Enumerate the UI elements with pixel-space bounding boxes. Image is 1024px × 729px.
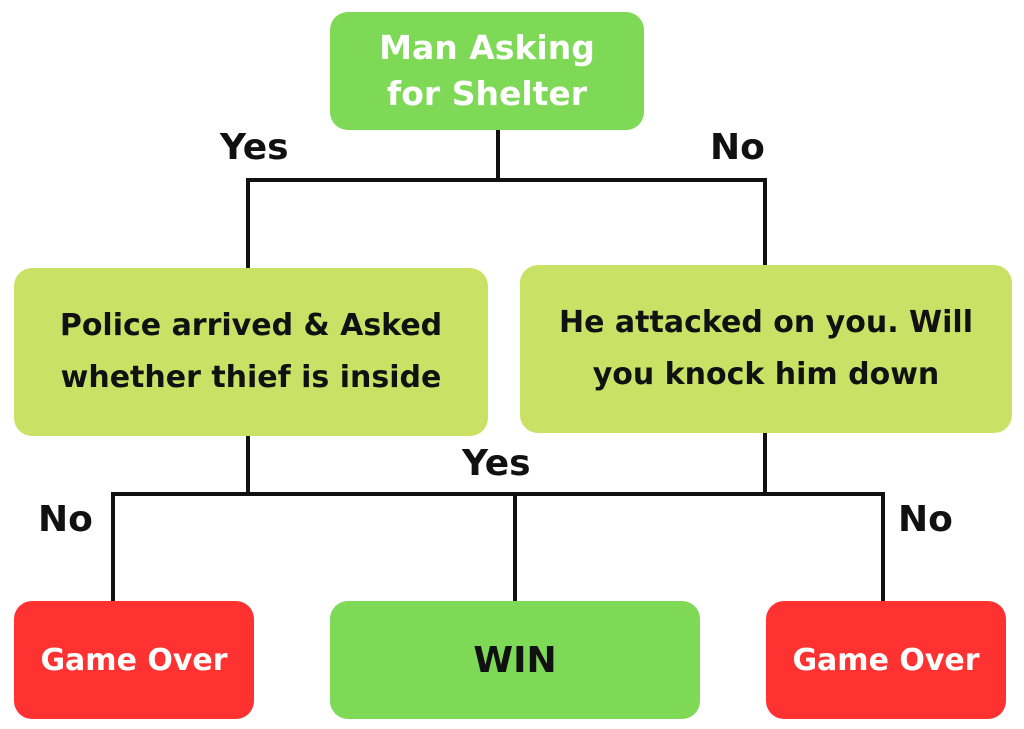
edge-label-yes-top: Yes [220,127,289,168]
node-man-asking-for-shelter: Man Asking for Shelter [330,12,644,130]
node-win-label: WIN [473,639,557,681]
node-game-over-right-label: Game Over [792,642,980,678]
node-win: WIN [330,601,700,719]
node-police-line-1: Police arrived & Asked [59,308,443,343]
node-game-over-left: Game Over [14,601,254,719]
edge-label-no-right: No [898,499,953,540]
node-he-attacked: He attacked on you. Will you knock him d… [520,265,1012,433]
node-root-line-1: Man Asking [379,28,595,67]
node-game-over-right: Game Over [766,601,1006,719]
node-police-arrived: Police arrived & Asked whether thief is … [14,268,488,436]
node-game-over-left-label: Game Over [40,642,228,678]
node-police-line-2: whether thief is inside [60,360,442,395]
node-root-line-2: for Shelter [386,74,588,113]
edge-label-yes-middle: Yes [462,443,531,484]
edge-label-no-top: No [710,127,765,168]
edge-label-no-left: No [38,499,93,540]
node-attacked-line-2: you knock him down [592,357,940,392]
node-attacked-line-1: He attacked on you. Will [559,305,973,340]
